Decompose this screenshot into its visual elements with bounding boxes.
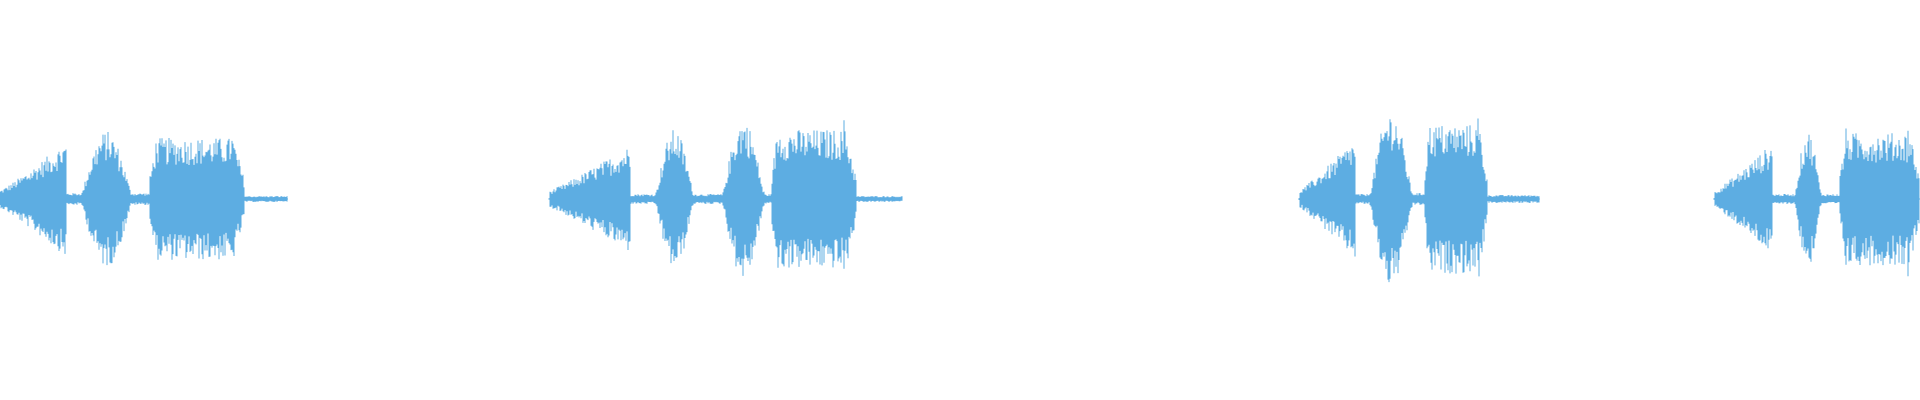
waveform-path <box>548 120 903 276</box>
waveform-clip-3[interactable] <box>1298 118 1540 283</box>
waveform-path <box>1713 128 1920 277</box>
waveform-clip-2[interactable] <box>548 120 903 276</box>
waveform-clip-4[interactable] <box>1713 128 1920 277</box>
waveform-path <box>1298 118 1540 283</box>
waveform-clip-1[interactable] <box>0 132 288 266</box>
